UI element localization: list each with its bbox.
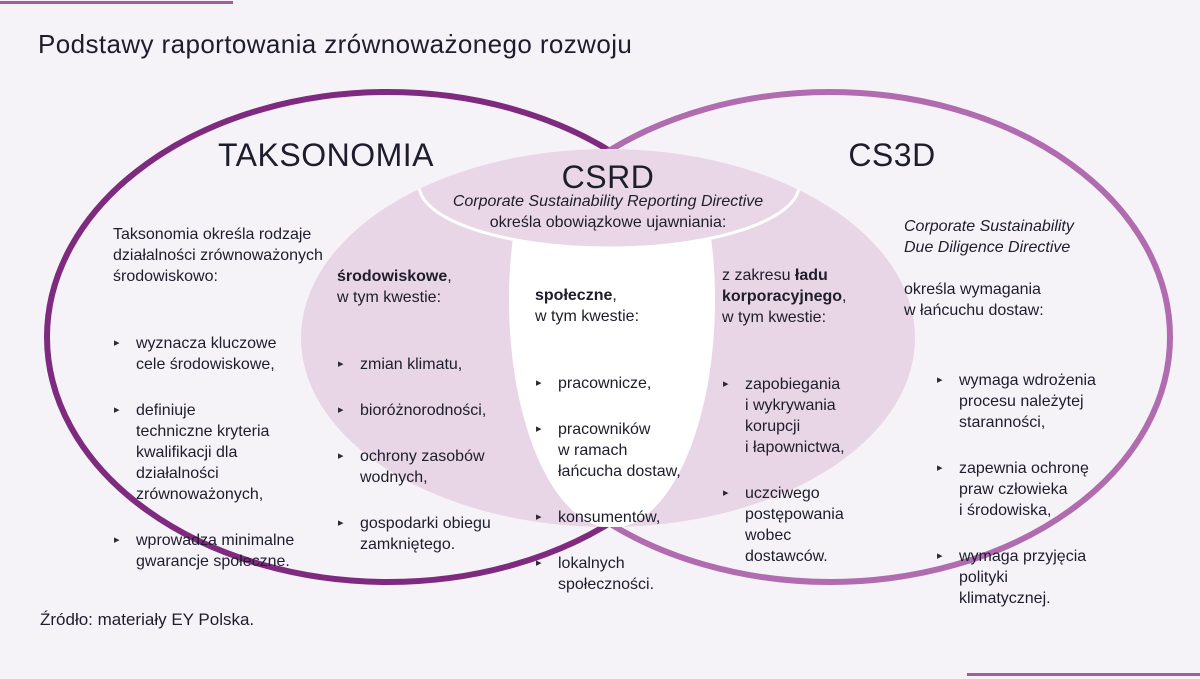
cs3d-heading: CS3D <box>848 137 936 173</box>
column-heading: z zakresu ładu korporacyjnego, w tym kwe… <box>722 265 892 328</box>
cs3d-bullet-list: ▸ wymaga wdrożenia procesu należytej star… <box>936 342 1154 630</box>
column-heading-suffix: , w tym kwestie: <box>535 287 640 325</box>
list-item: ▸ wprowadza minimalne gwarancje społeczne… <box>113 530 353 572</box>
taksonomia-heading: TAKSONOMIA <box>218 137 434 173</box>
csrd-full-name: Corporate Sustainability Reporting Direc… <box>452 193 764 210</box>
bullet-marker-icon: ▸ <box>114 337 120 349</box>
list-item: ▸ wymaga przyjęcia polityki klimatycznej. <box>936 546 1154 609</box>
bullet-marker-icon: ▸ <box>536 423 542 435</box>
list-item: ▸ definiuje techniczne kryteria kwalifika… <box>113 400 353 505</box>
list-item: ▸ wyznacza kluczowe cele środowiskowe, <box>113 333 353 375</box>
bullet-marker-icon: ▸ <box>338 404 344 416</box>
csrd-governance-column: z zakresu ładu korporacyjnego, w tym kwe… <box>722 244 892 609</box>
cs3d-intro: określa wymagania w łańcuchu dostaw: <box>904 281 1044 319</box>
bullet-marker-icon: ▸ <box>338 450 344 462</box>
bullet-marker-icon: ▸ <box>338 358 344 370</box>
bullet-marker-icon: ▸ <box>114 404 120 416</box>
bullet-marker-icon: ▸ <box>536 377 542 389</box>
list-item-text: definiuje techniczne kryteria kwalifikac… <box>136 402 270 503</box>
list-item-text: uczciwego postępowania wobec dostawców. <box>745 485 844 565</box>
list-item-text: pracownicze, <box>558 375 652 392</box>
bullet-marker-icon: ▸ <box>937 374 943 386</box>
csrd-heading: CSRD <box>561 159 655 195</box>
bullet-marker-icon: ▸ <box>723 487 729 499</box>
list-item: ▸ bioróżnorodności, <box>337 400 517 421</box>
list-item-text: wymaga przyjęcia polityki klimatycznej. <box>959 548 1087 607</box>
list-item-text: gospodarki obiegu zamkniętego. <box>360 515 491 553</box>
list-item-text: lokalnych społeczności. <box>558 555 655 593</box>
list-item-text: zapobiegania i wykrywania korupcji i łap… <box>745 376 845 456</box>
list-item: ▸ pracowników w ramach łańcucha dostaw, <box>535 419 710 482</box>
list-item-text: konsumentów, <box>558 509 661 526</box>
taksonomia-intro: Taksonomia określa rodzaje działalności … <box>113 226 323 285</box>
social-bullet-list: ▸ pracownicze, ▸ pracowników w ramach łańc… <box>535 348 710 616</box>
environmental-bullet-list: ▸ zmian klimatu, ▸ bioróżnorodności, ▸ ochr… <box>337 329 517 576</box>
bullet-marker-icon: ▸ <box>536 557 542 569</box>
bullet-marker-icon: ▸ <box>937 462 943 474</box>
list-item-text: zapewnia ochronę praw człowieka i środow… <box>959 460 1089 519</box>
list-item-text: bioróżnorodności, <box>360 402 487 419</box>
list-item-text: wyznacza kluczowe cele środowiskowe, <box>136 335 277 373</box>
list-item: ▸ wymaga wdrożenia procesu należytej star… <box>936 370 1154 433</box>
list-item: ▸ gospodarki obiegu zamkniętego. <box>337 513 517 555</box>
column-heading-prefix: z zakresu <box>722 267 795 284</box>
list-item-text: wprowadza minimalne gwarancje społeczne. <box>136 532 295 570</box>
list-item: ▸ ochrony zasobów wodnych, <box>337 446 517 488</box>
csrd-social-column: społeczne, w tym kwestie: ▸ pracownicze, … <box>535 264 710 637</box>
cs3d-description: Corporate Sustainability Due Diligence D… <box>904 195 1154 651</box>
column-heading-bold: środowiskowe <box>337 268 448 285</box>
column-heading-bold: ładu korporacyjnego <box>722 267 843 305</box>
bullet-marker-icon: ▸ <box>536 511 542 523</box>
column-heading: społeczne, w tym kwestie: <box>535 285 710 327</box>
source-note: Źródło: materiały EY Polska. <box>40 610 255 629</box>
csrd-environmental-column: środowiskowe, w tym kwestie: ▸ zmian klim… <box>337 245 517 597</box>
top-accent-bar <box>0 1 233 4</box>
column-heading: środowiskowe, w tym kwestie: <box>337 266 517 308</box>
column-heading-bold: społeczne <box>535 287 613 304</box>
bullet-marker-icon: ▸ <box>723 378 729 390</box>
bullet-marker-icon: ▸ <box>114 534 120 546</box>
column-heading-suffix: , w tym kwestie: <box>337 268 452 306</box>
list-item-text: zmian klimatu, <box>360 356 463 373</box>
page-title: Podstawy raportowania zrównoważonego roz… <box>38 29 633 59</box>
list-item: ▸ zapobiegania i wykrywania korupcji i ła… <box>722 374 892 458</box>
taksonomia-bullet-list: ▸ wyznacza kluczowe cele środowiskowe, ▸ d… <box>113 308 353 593</box>
list-item: ▸ konsumentów, <box>535 507 710 528</box>
list-item: ▸ zmian klimatu, <box>337 354 517 375</box>
list-item-text: wymaga wdrożenia procesu należytej stara… <box>959 372 1096 431</box>
list-item-text: ochrony zasobów wodnych, <box>360 448 485 486</box>
list-item-text: pracowników w ramach łańcucha dostaw, <box>558 421 681 480</box>
list-item: ▸ uczciwego postępowania wobec dostawców. <box>722 483 892 567</box>
bullet-marker-icon: ▸ <box>937 550 943 562</box>
bottom-accent-bar <box>967 673 1200 676</box>
column-heading-suffix: , w tym kwestie: <box>722 288 847 326</box>
list-item: ▸ zapewnia ochronę praw człowieka i środo… <box>936 458 1154 521</box>
csrd-description: określa obowiązkowe ujawniania: <box>489 214 727 231</box>
taksonomia-description: Taksonomia określa rodzaje działalności … <box>113 203 353 614</box>
bullet-marker-icon: ▸ <box>338 517 344 529</box>
list-item: ▸ lokalnych społeczności. <box>535 553 710 595</box>
list-item: ▸ pracownicze, <box>535 373 710 394</box>
governance-bullet-list: ▸ zapobiegania i wykrywania korupcji i ła… <box>722 349 892 588</box>
cs3d-full-name: Corporate Sustainability Due Diligence D… <box>904 218 1074 256</box>
